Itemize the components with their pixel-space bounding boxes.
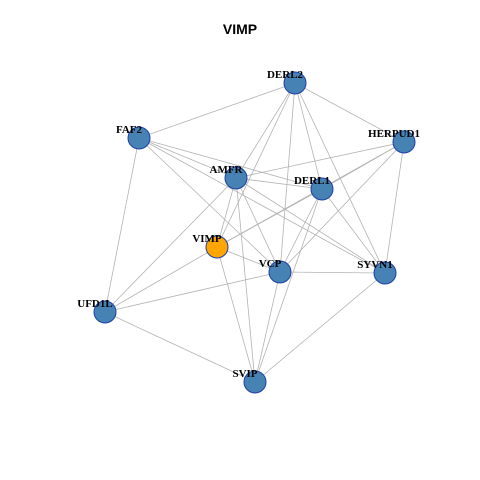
- edge-derl1-vcp: [279, 188, 323, 273]
- edge-vimp-svip: [216, 246, 256, 383]
- edge-faf2-syvn1: [138, 137, 386, 274]
- edge-derl2-vimp: [216, 82, 296, 248]
- edge-amfr-derl1: [235, 177, 323, 190]
- edge-syvn1-svip: [254, 272, 386, 383]
- node-label-svip: SVIP: [232, 368, 257, 380]
- edge-vcp-svip: [254, 271, 281, 383]
- edge-herpud1-vcp: [279, 141, 405, 273]
- edge-ufd1l-svip: [104, 311, 256, 383]
- node-derl2[interactable]: [283, 71, 307, 95]
- node-label-ufd1l: UFD1L: [77, 298, 112, 310]
- node-label-vimp: VIMP: [192, 233, 222, 245]
- edge-derl2-derl1: [294, 82, 323, 190]
- edge-derl2-faf2: [138, 82, 296, 139]
- node-svip[interactable]: [243, 370, 267, 394]
- node-vimp[interactable]: [205, 235, 229, 259]
- edge-amfr-vcp: [235, 177, 281, 273]
- edge-amfr-ufd1l: [104, 177, 237, 313]
- edge-faf2-derl1: [138, 137, 323, 190]
- edge-derl1-svip: [254, 188, 323, 383]
- edge-herpud1-amfr: [235, 141, 405, 179]
- edge-derl2-vcp: [279, 82, 296, 273]
- edge-amfr-vimp: [216, 177, 237, 248]
- node-layer: [93, 71, 416, 394]
- node-label-amfr: AMFR: [210, 164, 244, 176]
- edge-faf2-ufd1l: [104, 137, 140, 313]
- node-faf2[interactable]: [127, 126, 151, 150]
- edge-derl1-syvn1: [321, 188, 386, 274]
- node-derl1[interactable]: [310, 177, 334, 201]
- node-label-vcp: VCP: [259, 258, 282, 270]
- edge-vimp-ufd1l: [104, 246, 218, 313]
- node-label-herpud1: HERPUD1: [368, 128, 420, 140]
- node-vcp[interactable]: [268, 260, 292, 284]
- edge-layer: [104, 82, 405, 383]
- edge-vcp-ufd1l: [104, 271, 281, 313]
- edge-faf2-amfr: [138, 137, 237, 179]
- node-label-derl1: DERL1: [294, 175, 330, 187]
- edge-amfr-syvn1: [235, 177, 386, 274]
- edge-derl2-amfr: [235, 82, 296, 179]
- node-syvn1[interactable]: [373, 261, 397, 285]
- node-label-syvn1: SYVN1: [357, 259, 392, 271]
- node-label-faf2: FAF2: [116, 124, 143, 136]
- edge-vcp-syvn1: [279, 271, 386, 274]
- edge-derl2-herpud1: [294, 82, 405, 143]
- node-herpud1[interactable]: [392, 130, 416, 154]
- edge-herpud1-syvn1: [384, 141, 405, 274]
- node-amfr[interactable]: [224, 166, 248, 190]
- node-label-derl2: DERL2: [267, 69, 304, 81]
- graph-title: VIMP: [222, 21, 258, 37]
- edge-derl1-vimp: [216, 188, 323, 248]
- node-ufd1l[interactable]: [93, 300, 117, 324]
